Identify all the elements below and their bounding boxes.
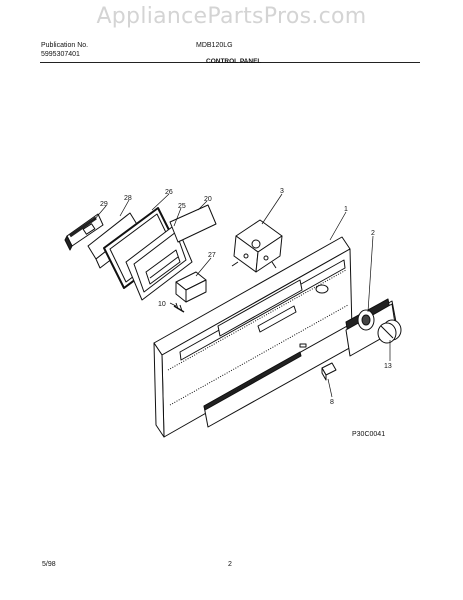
callout-25: 25 xyxy=(178,203,186,210)
footer-date: 5/98 xyxy=(42,561,56,568)
callout-27: 27 xyxy=(208,252,216,259)
callout-2: 2 xyxy=(371,230,375,237)
callout-28: 28 xyxy=(124,195,132,202)
part-13-knob xyxy=(377,319,402,344)
part-2-knob-hub xyxy=(357,309,375,331)
callout-3: 3 xyxy=(280,188,284,195)
watermark: AppliancePartsPros.com xyxy=(96,4,367,29)
part-8-button xyxy=(321,362,337,381)
callout-26: 26 xyxy=(165,189,173,196)
model-number: MDB120LG xyxy=(196,42,233,49)
callout-1: 1 xyxy=(344,206,348,213)
part-1-control-panel xyxy=(153,236,353,438)
callout-20: 20 xyxy=(204,196,212,203)
front-overlay-decal xyxy=(203,298,397,428)
callout-8: 8 xyxy=(330,399,334,406)
callout-labels: 29 28 26 25 20 3 1 2 27 10 13 8 P30C0041 xyxy=(100,188,392,438)
callout-29: 29 xyxy=(100,201,108,208)
part-27-switch xyxy=(175,271,207,303)
callout-10: 10 xyxy=(158,301,166,308)
publication-label: Publication No. xyxy=(41,42,89,49)
publication-number: 5995307401 xyxy=(41,51,80,58)
footer-page-number: 2 xyxy=(228,561,232,568)
part-20-cover xyxy=(169,204,217,243)
header-rule xyxy=(40,62,420,63)
leader-lines xyxy=(93,193,391,398)
part-10-screw xyxy=(173,302,185,313)
part-29-bracket xyxy=(64,213,104,251)
section-title: CONTROL PANEL xyxy=(206,58,262,65)
callout-13: 13 xyxy=(384,363,392,370)
figure-code: P30C0041 xyxy=(352,431,385,438)
part-3-timer xyxy=(231,219,283,273)
part-25-housing xyxy=(125,223,193,301)
